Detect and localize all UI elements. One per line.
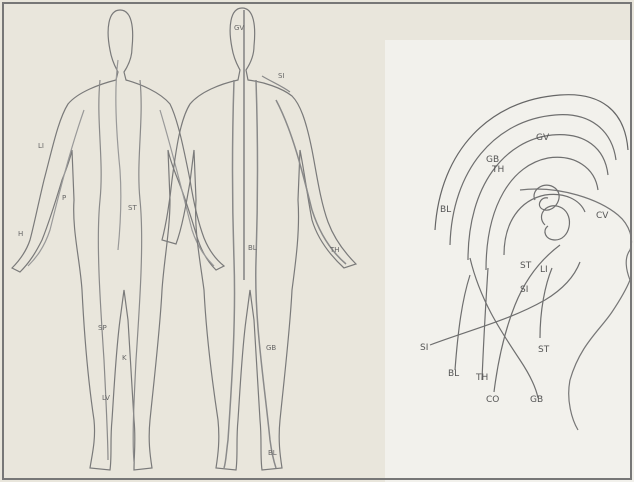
meridian-label: BL bbox=[248, 244, 257, 252]
meridian-label: K bbox=[122, 354, 127, 362]
meridian-label: LV bbox=[102, 394, 110, 402]
meridian-label: BL bbox=[268, 449, 277, 457]
meridian-label: CV bbox=[596, 211, 609, 221]
meridian-label: SP bbox=[98, 324, 107, 332]
meridian-label: LI bbox=[540, 265, 548, 275]
meridian-label: ST bbox=[128, 204, 137, 212]
meridian-label: GB bbox=[486, 155, 499, 165]
meridian-label: P bbox=[62, 194, 66, 202]
meridian-label: H bbox=[18, 230, 23, 238]
meridian-label: SI bbox=[278, 72, 285, 80]
meridian-label: SI bbox=[520, 285, 528, 295]
meridian-label: ST bbox=[538, 345, 550, 355]
meridian-label: GB bbox=[530, 395, 543, 405]
meridian-label: LI bbox=[38, 142, 44, 150]
meridian-label: ST bbox=[520, 261, 532, 271]
meridian-label: GV bbox=[536, 133, 550, 143]
meridian-label: SI bbox=[420, 343, 428, 353]
meridian-label: TH bbox=[329, 246, 340, 254]
meridian-label: BL bbox=[448, 369, 459, 379]
meridian-label: GB bbox=[266, 344, 276, 352]
meridian-label: TH bbox=[475, 373, 488, 383]
head-panel bbox=[385, 40, 634, 482]
meridian-label: BL bbox=[440, 205, 451, 215]
meridian-label: CO bbox=[486, 395, 499, 405]
meridian-label: TH bbox=[491, 165, 504, 175]
meridian-label: GV bbox=[234, 24, 244, 32]
